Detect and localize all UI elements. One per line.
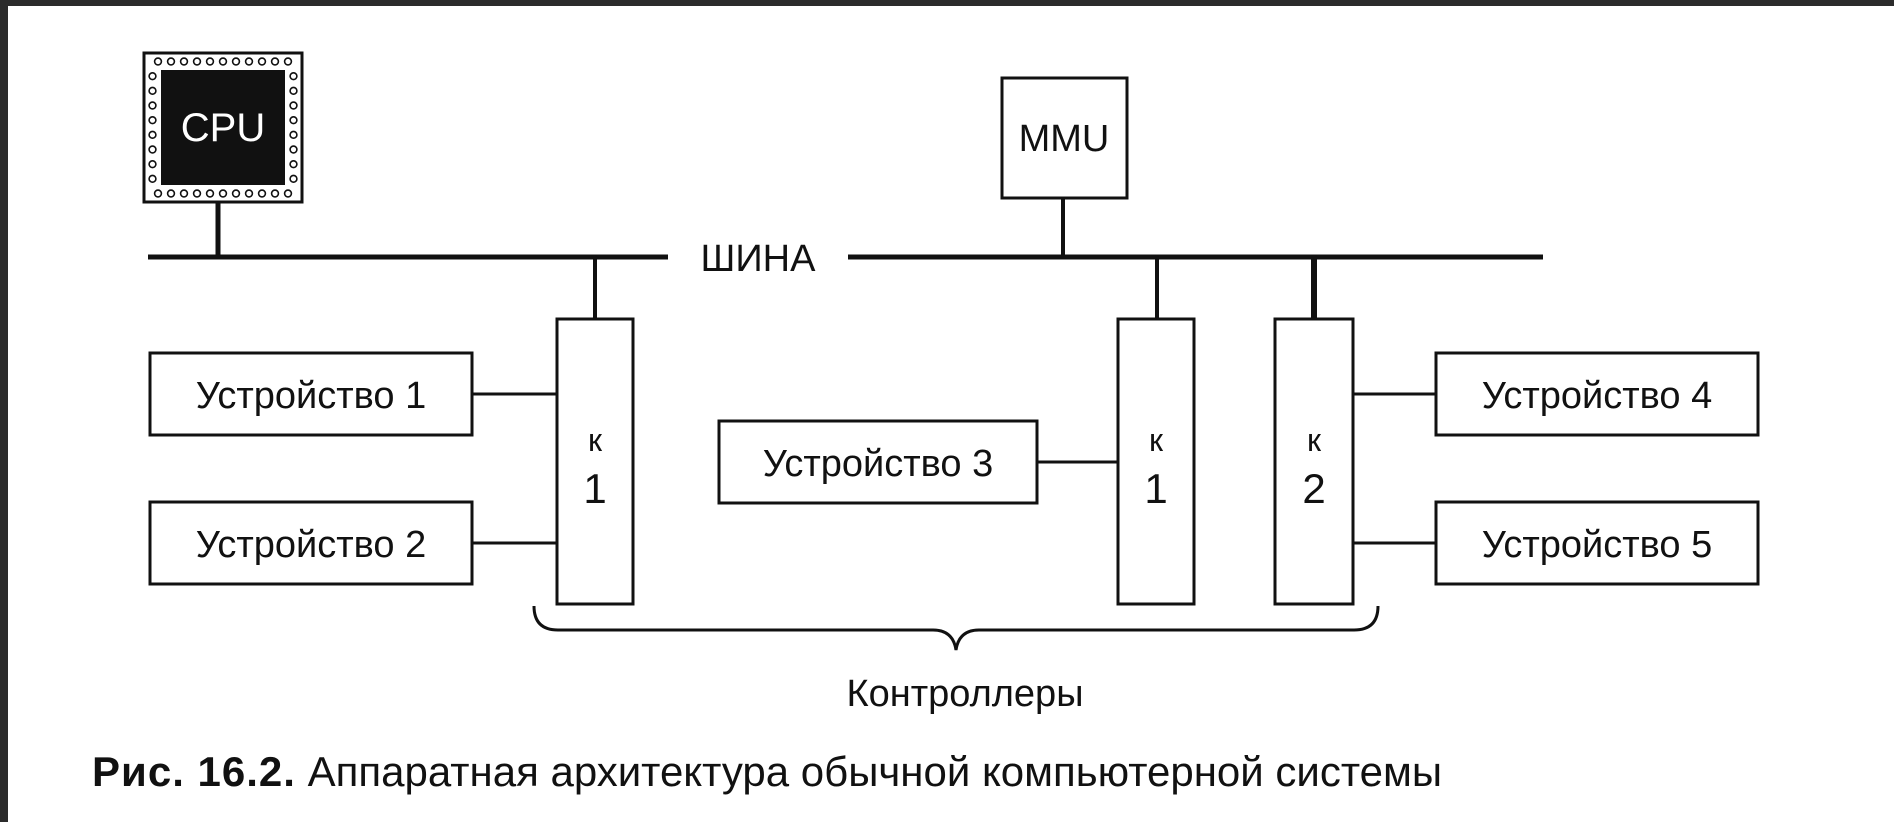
controller-1a-box (555, 317, 635, 606)
cpu-pin (244, 57, 254, 66)
cpu-pin (231, 57, 241, 66)
controller-2-number: 2 (1302, 465, 1325, 512)
cpu-pin (231, 189, 241, 198)
cpu-pin (270, 57, 280, 66)
device-3-label: Устройство 3 (763, 443, 994, 485)
cpu-pin (205, 189, 215, 198)
figure-frame: CPU MMU ШИНА к 1 к 1 к 2 Устройство 1 Ус… (8, 6, 1894, 822)
cpu-pin (153, 57, 163, 66)
cpu-pin (148, 174, 157, 184)
figure-number: Рис. 16.2. (92, 748, 296, 795)
cpu-pin (289, 71, 298, 81)
cpu-pin (192, 189, 202, 198)
mmu-label: MMU (1019, 118, 1110, 160)
cpu-pin (148, 130, 157, 140)
cpu-pin (148, 101, 157, 110)
cpu-pin (148, 159, 157, 169)
controller-1b-box (1116, 317, 1196, 606)
cpu-pin (148, 145, 157, 154)
controller-1b-number: 1 (1144, 465, 1167, 512)
cpu-pin (148, 71, 157, 81)
controller-1b-letter: к (1149, 422, 1164, 458)
cpu-pin (283, 57, 293, 66)
device-1-label: Устройство 1 (196, 375, 427, 417)
figure-caption: Рис. 16.2. Аппаратная архитектура обычно… (92, 748, 1442, 796)
cpu-pin (179, 189, 189, 198)
cpu-pin (244, 189, 254, 198)
cpu-pin (257, 189, 267, 198)
device-5-label: Устройство 5 (1482, 524, 1713, 566)
cpu-pin (289, 115, 298, 125)
cpu-pin (192, 57, 202, 66)
cpu-pin (205, 57, 215, 66)
controllers-label: Контроллеры (846, 673, 1083, 715)
cpu-pin (166, 189, 176, 198)
cpu-chip: CPU (142, 51, 304, 204)
architecture-diagram: CPU MMU ШИНА к 1 к 1 к 2 Устройство 1 Ус… (142, 51, 1760, 715)
cpu-pin (148, 86, 157, 96)
caption-text: Аппаратная архитектура обычной компьютер… (307, 748, 1443, 795)
controller-1a-number: 1 (583, 465, 606, 512)
cpu-pin (289, 101, 298, 110)
controller-2-box (1273, 317, 1355, 606)
device-4-label: Устройство 4 (1482, 375, 1713, 417)
cpu-pin (283, 189, 293, 198)
cpu-pin (179, 57, 189, 66)
cpu-pin (289, 86, 298, 96)
cpu-pin (289, 145, 298, 154)
device-2-label: Устройство 2 (196, 524, 427, 566)
controllers-brace (532, 605, 1380, 651)
cpu-pin (148, 115, 157, 125)
mmu-box (1000, 76, 1129, 200)
cpu-pin (153, 189, 163, 198)
cpu-pin (218, 189, 228, 198)
cpu-pin (289, 174, 298, 184)
cpu-pin (289, 159, 298, 169)
cpu-pin (289, 130, 298, 140)
bus-label: ШИНА (701, 238, 817, 280)
cpu-pin (257, 57, 267, 66)
cpu-label: CPU (181, 106, 265, 150)
cpu-pin (270, 189, 280, 198)
cpu-pin (166, 57, 176, 66)
cpu-pin (218, 57, 228, 66)
controller-1a-letter: к (588, 422, 603, 458)
controller-2-letter: к (1307, 422, 1322, 458)
